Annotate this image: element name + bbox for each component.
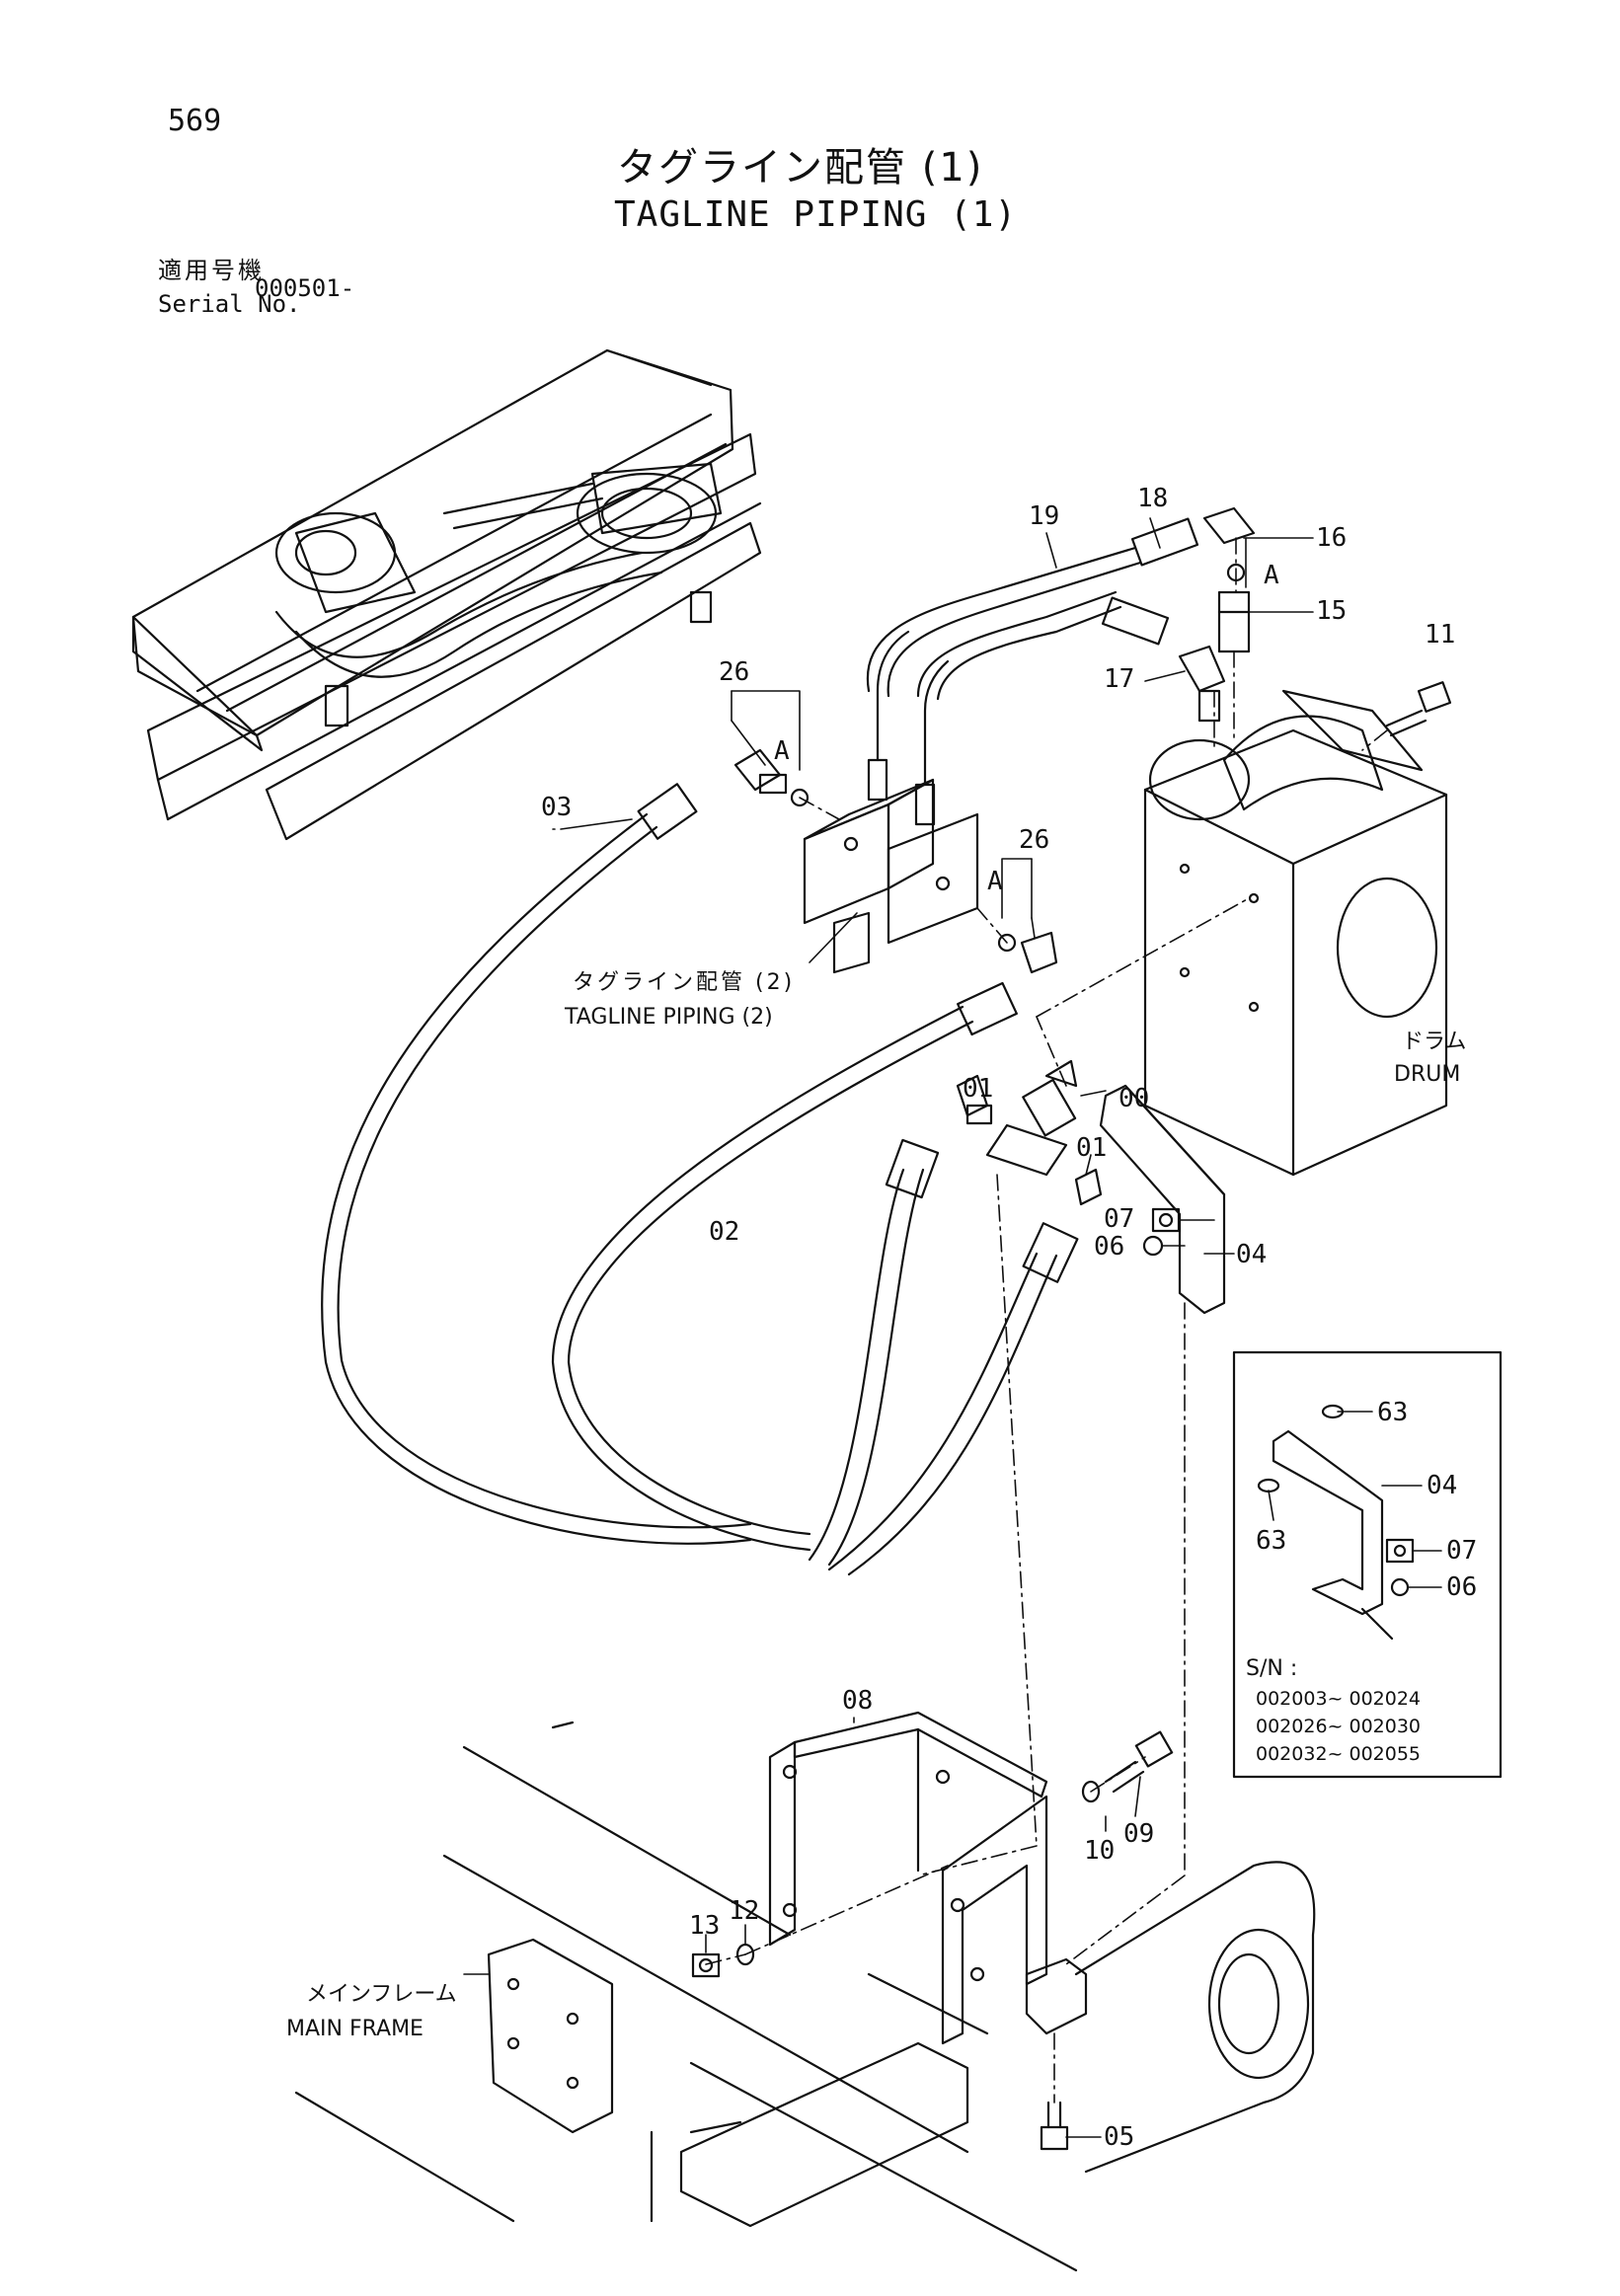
fitting-26-upper: [733, 748, 810, 807]
main-frame-label-en: MAIN FRAME: [286, 2017, 424, 2041]
drum: [1143, 689, 1448, 1177]
boom-overview-illustration: [131, 348, 762, 841]
tagline-piping-2-label-jp: タグライン配管 (2): [573, 970, 796, 995]
hoses-to-valve: [808, 1138, 1079, 1576]
part-03-label: 03: [541, 793, 573, 822]
title-english: TAGLINE PIPING (1): [614, 194, 1018, 235]
part-11-label: 11: [1425, 620, 1456, 650]
part-12-label: 12: [729, 1896, 760, 1926]
washer-06: [1142, 1235, 1164, 1257]
part-00-label: 00: [1119, 1084, 1150, 1113]
valve-00: [985, 1059, 1078, 1177]
part-04-label: 04: [1236, 1240, 1268, 1269]
fitting-01-lower: [1074, 1168, 1103, 1206]
serial-value: 000501-: [255, 274, 355, 302]
part-09-label: 09: [1123, 1819, 1155, 1849]
part-26-label-lower: 26: [1019, 825, 1050, 855]
hose-03: [321, 783, 752, 1545]
main-frame: [294, 1721, 1316, 2272]
part-06-label: 06: [1094, 1232, 1125, 1262]
hose-19: [866, 517, 1199, 701]
tagline-piping-2-label-en: TAGLINE PIPING (2): [565, 1005, 773, 1030]
inset-part-07-label: 07: [1446, 1536, 1478, 1566]
inset-sn-label: S/N :: [1246, 1656, 1298, 1681]
nut-13: [691, 1952, 721, 1978]
bolt-05: [1040, 2101, 1069, 2151]
washer-10: [1081, 1780, 1101, 1803]
part-05-label: 05: [1104, 2122, 1135, 2152]
nut-07: [1151, 1207, 1181, 1233]
fitting-01-upper: [956, 1074, 993, 1125]
fitting-15: [1217, 590, 1251, 653]
inset-part-04-label: 04: [1427, 1471, 1458, 1500]
title-japanese: タグライン配管 (1): [617, 145, 984, 191]
main-frame-label-jp: メインフレーム: [306, 1982, 457, 2007]
fitting-17: [1178, 645, 1226, 723]
ref-a-label-1: A: [774, 736, 790, 766]
part-15-label: 15: [1316, 596, 1348, 626]
part-10-label: 10: [1084, 1836, 1116, 1866]
part-01-label-upper: 01: [963, 1074, 994, 1104]
page-number: 569: [168, 104, 222, 138]
inset-sn-range: 002003~ 002024: [1256, 1688, 1422, 1710]
leader-lines: [463, 517, 1442, 2138]
drum-label-en: DRUM: [1394, 1062, 1461, 1087]
serial-label-japanese: 適用号機: [158, 257, 265, 284]
part-16-label: 16: [1316, 523, 1348, 553]
part-08-label: 08: [842, 1686, 874, 1716]
fitting-26-lower: [997, 931, 1058, 974]
inset-sn-range: 002026~ 002030: [1256, 1716, 1422, 1737]
part-19-label: 19: [1029, 501, 1060, 531]
part-18-label: 18: [1137, 484, 1169, 513]
inset-part-63-label-upper: 63: [1377, 1398, 1409, 1427]
inset-sn-range: 002032~ 002055: [1256, 1743, 1422, 1765]
hose-02: [551, 981, 1018, 1552]
part-02-label: 02: [709, 1217, 740, 1247]
inset-part-06-label: 06: [1446, 1572, 1478, 1602]
bolt-11: [1385, 681, 1452, 737]
inset-part-63-label-lower: 63: [1256, 1526, 1287, 1556]
part-26-label-upper: 26: [719, 657, 750, 687]
part-13-label: 13: [689, 1911, 721, 1941]
bracket-04: [1099, 1084, 1226, 1315]
part-07-label: 07: [1104, 1204, 1135, 1234]
assembly-lines: [705, 537, 1388, 2104]
ref-a-label-3: A: [1264, 561, 1279, 590]
ref-a-label-2: A: [987, 867, 1003, 896]
serial-label-english: Serial No.: [158, 290, 301, 318]
block-valve: [803, 630, 979, 974]
drum-label-jp: ドラム: [1402, 1030, 1467, 1054]
part-01-label-lower: 01: [1076, 1133, 1108, 1163]
bracket-08: [768, 1711, 1048, 2045]
part-17-label: 17: [1104, 664, 1135, 694]
